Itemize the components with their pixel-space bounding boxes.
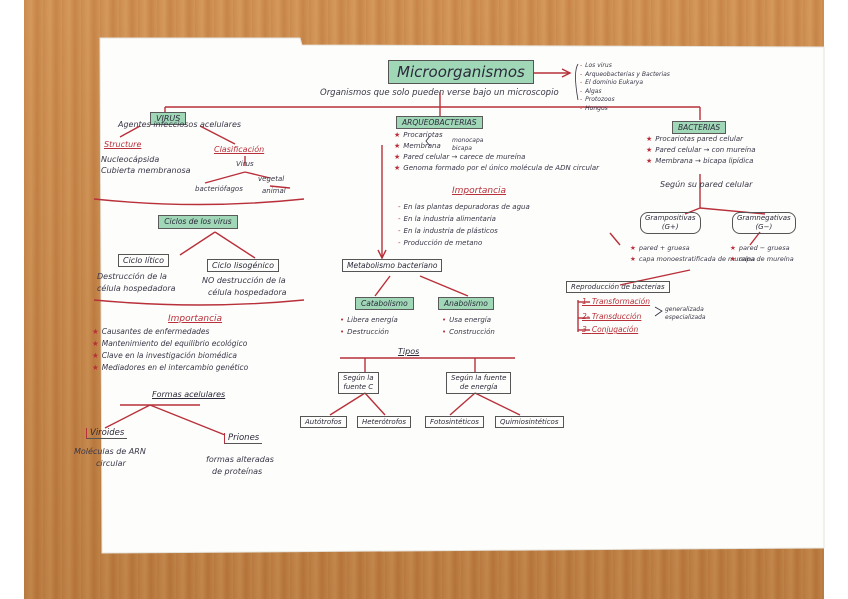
- anabolism-list: •Usa energía •Construcción: [442, 314, 495, 338]
- anabolism-box: Anabolismo: [438, 297, 494, 310]
- viroides-desc: Moléculas de ARN: [74, 447, 146, 456]
- anabolism-item: •Usa energía: [442, 316, 492, 324]
- viroides-desc: circular: [96, 459, 126, 468]
- virus-definition: Agentes infecciosos acelulares: [118, 120, 242, 129]
- leaf-autotrofos: Autótrofos: [300, 416, 347, 428]
- archaea-importance-title: Importancia: [452, 186, 507, 196]
- paper-sheet: [99, 37, 825, 554]
- virus-classification: Clasificación: [214, 145, 265, 154]
- membrane-sub: bicapa: [452, 145, 472, 152]
- membrane-sub: monocapa: [452, 137, 484, 144]
- importance-item: ★Mediadores en el intercambio genético: [92, 363, 249, 372]
- leaf-heterotrofos: Heterótrofos: [357, 416, 412, 428]
- kind-item: -Los virus: [580, 62, 612, 69]
- virus-importance-title: Importancia: [168, 314, 223, 324]
- classification-item: animal: [262, 187, 286, 195]
- lysogenic-desc: célula hospedadora: [208, 288, 287, 297]
- structure-item: Nucleocápsida: [101, 155, 160, 164]
- anabolism-item: •Construcción: [442, 328, 495, 336]
- bacteria-title: BACTERIAS: [672, 121, 727, 134]
- archaea-item: ★Membrana: [394, 142, 441, 150]
- catabolism-box: Catabolismo: [355, 297, 414, 310]
- repro-item-1: 1- Transformación: [582, 297, 650, 306]
- priones-desc: de proteínas: [212, 467, 263, 476]
- lysogenic-cycle-box: Ciclo lisogénico: [207, 259, 279, 272]
- archaea-importance-item: -Producción de metano: [398, 239, 483, 247]
- archaea-item: ★Pared celular → carece de mureína: [394, 153, 526, 161]
- archaea-item: ★Procariotas: [394, 131, 443, 139]
- structure-item: Cubierta membranosa: [101, 166, 191, 175]
- archaea-importance-item: -En la industria alimentaria: [398, 215, 496, 223]
- leaf-quimiosinteticos: Quimiosintéticos: [495, 416, 564, 428]
- importance-item: ★Clave en la investigación biomédica: [92, 351, 237, 360]
- gram-positive-box: Grampositivas(G+): [640, 212, 701, 234]
- archaea-list: ★Procariotas ★Membrana ★Pared celular → …: [394, 130, 599, 174]
- bacteria-item: ★Procariotas pared celular: [646, 135, 744, 143]
- repro-item-3: 3- Conjugación: [582, 325, 639, 334]
- catabolism-item: •Destrucción: [340, 328, 389, 336]
- title-box: Microorganismos: [388, 60, 534, 84]
- kind-item: -Algas: [580, 87, 602, 95]
- classification-root: Virus: [236, 160, 254, 168]
- gram-negative-box: Gramnegativas(G−): [732, 212, 796, 234]
- virus-cycles-box: Ciclos de los virus: [158, 215, 238, 229]
- archaea-title: ARQUEOBACTERIAS: [396, 116, 483, 129]
- bacteria-list: ★Procariotas pared celular ★Pared celula…: [646, 134, 756, 167]
- catabolism-item: •Libera energía: [340, 316, 398, 324]
- importance-item: ★Causantes de enfermedades: [92, 327, 210, 336]
- acellular-forms-title: Formas acelulares: [152, 390, 226, 399]
- kind-item: -Hongos: [580, 104, 608, 112]
- repro-item-2: 2- Transducción: [582, 312, 642, 321]
- classification-item: vegetal: [258, 175, 285, 183]
- subtitle: Organismos que solo pueden verse bajo un…: [320, 88, 559, 98]
- lysogenic-desc: NO destrucción de la: [202, 276, 286, 285]
- bacteria-item: ★Pared celular → con mureína: [646, 146, 756, 154]
- virus-title: VIRUS: [150, 112, 187, 125]
- bracket-marks: [425, 63, 663, 317]
- gram-negative-item: ★capa de mureína: [730, 255, 794, 263]
- archaea-item: ★Genoma formado por el único molécula de…: [394, 164, 600, 172]
- gram-negative-list: ★pared − gruesa ★capa de mureína: [730, 243, 794, 265]
- reproduction-box: Reproducción de bacterias: [566, 281, 670, 293]
- gram-positive-item: ★capa monoestratificada de mureína: [630, 255, 756, 263]
- viroides-label: Viroides: [86, 428, 128, 439]
- kind-item: -El dominio Eukarya: [580, 79, 644, 86]
- archaea-importance-list: -En las plantas depuradoras de agua -En …: [398, 201, 530, 249]
- archaea-importance-item: -En la industria de plásticos: [398, 227, 498, 235]
- transduction-sub: especializada: [665, 314, 706, 321]
- lytic-cycle-box: Ciclo lítico: [118, 254, 169, 267]
- catabolism-list: •Libera energía •Destrucción: [340, 314, 398, 338]
- metabolism-title: Metabolismo bacteriano: [342, 259, 443, 272]
- leaf-fotosinteticos: Fotosintéticos: [425, 416, 484, 428]
- kinds-list: -Los virus -Arqueobacterias y Bacterias …: [580, 62, 670, 113]
- classification-item: bacteriófagos: [195, 185, 243, 193]
- priones-label: Priones: [224, 433, 263, 444]
- kind-item: -Arqueobacterias y Bacterias: [580, 70, 670, 78]
- lytic-desc: célula hospedadora: [97, 284, 176, 293]
- bacteria-item: ★Membrana → bicapa lipídica: [646, 157, 754, 165]
- gram-positive-item: ★pared + gruesa: [630, 244, 690, 252]
- virus-structure: Structure: [104, 140, 142, 149]
- kind-item: -Protozoos: [580, 96, 615, 103]
- types-title: Tipos: [398, 347, 420, 356]
- gram-negative-item: ★pared − gruesa: [730, 244, 790, 252]
- gram-positive-list: ★pared + gruesa ★capa monoestratificada …: [630, 243, 755, 265]
- priones-desc: formas alteradas: [206, 455, 274, 464]
- wall-type-caption: Según su pared celular: [660, 180, 753, 189]
- virus-importance-list: ★Causantes de enfermedades ★Mantenimient…: [92, 326, 248, 374]
- transduction-sub: generalizada: [665, 306, 704, 313]
- lytic-desc: Destrucción de la: [97, 272, 167, 281]
- importance-item: ★Mantenimiento del equilibrio ecológico: [92, 339, 248, 348]
- archaea-importance-item: -En las plantas depuradoras de agua: [398, 203, 530, 211]
